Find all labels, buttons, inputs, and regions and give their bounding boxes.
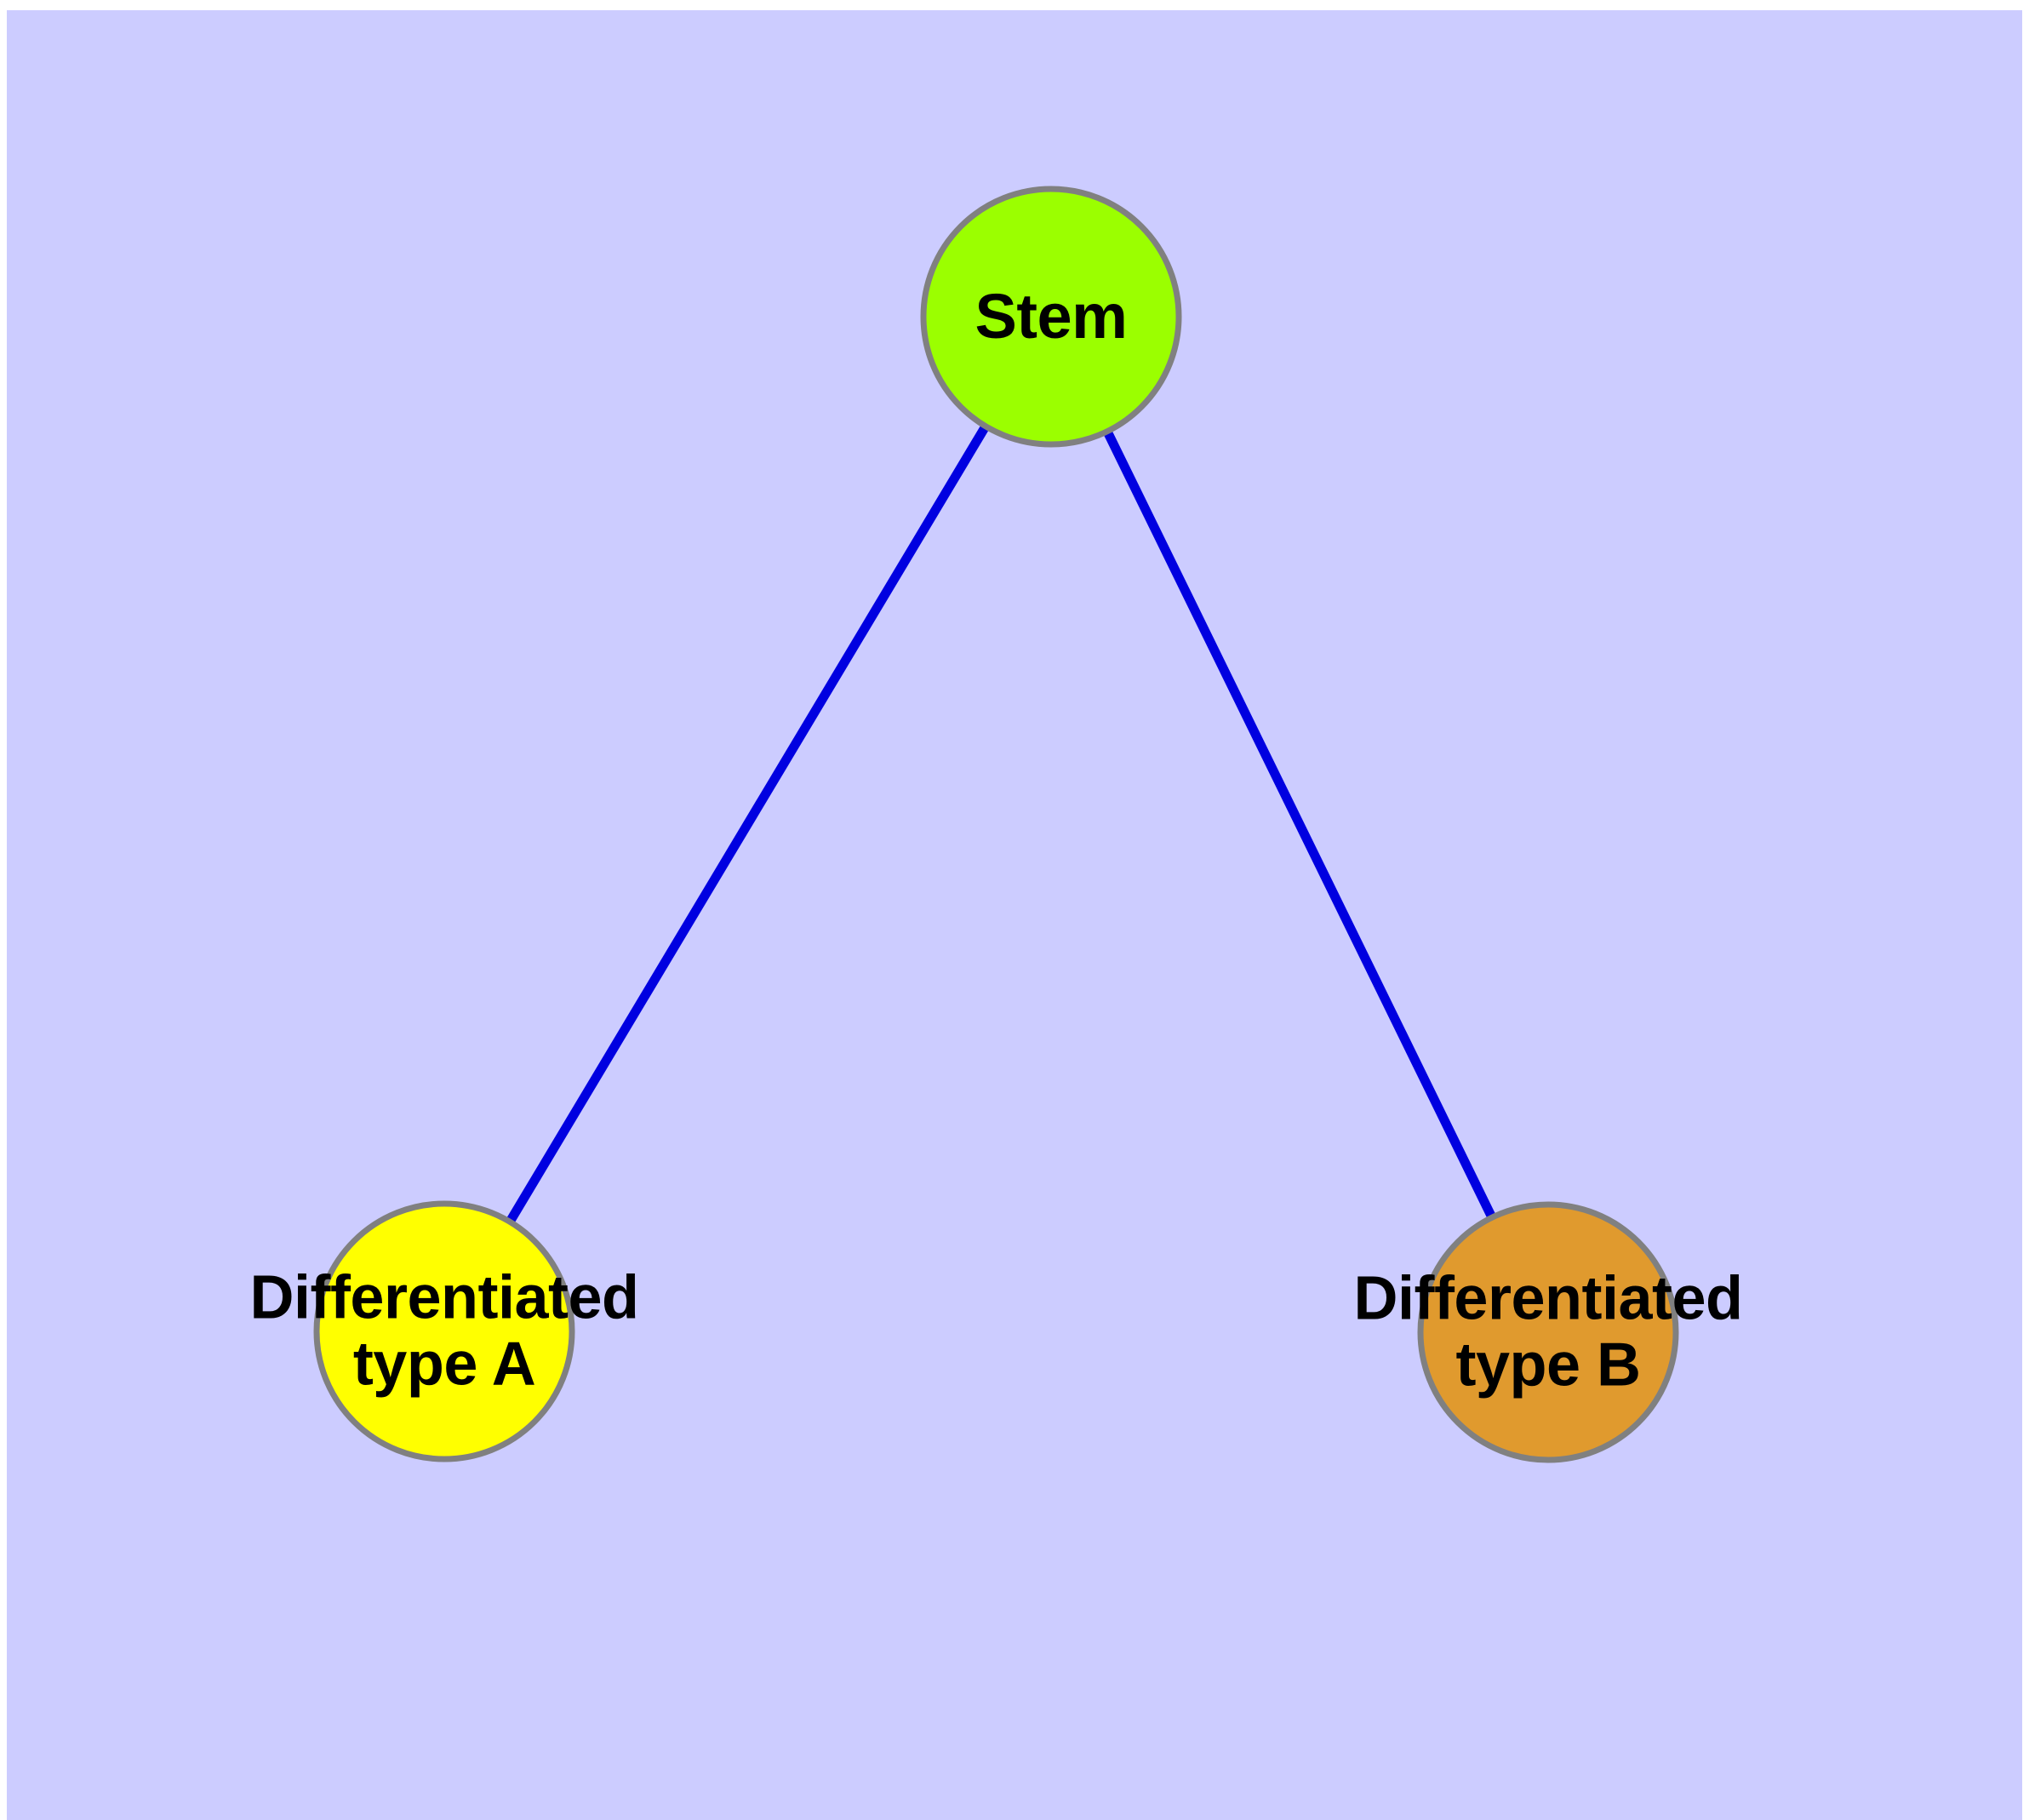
graph-edge[interactable] [504, 421, 992, 1228]
node-layer [313, 186, 1679, 1463]
graph-edge[interactable] [1101, 426, 1498, 1223]
graph-node-stem[interactable] [920, 186, 1182, 448]
graph-node-diff_a[interactable] [313, 1200, 575, 1462]
graph-node-diff_b[interactable] [1417, 1201, 1679, 1463]
edge-layer [504, 421, 1498, 1228]
